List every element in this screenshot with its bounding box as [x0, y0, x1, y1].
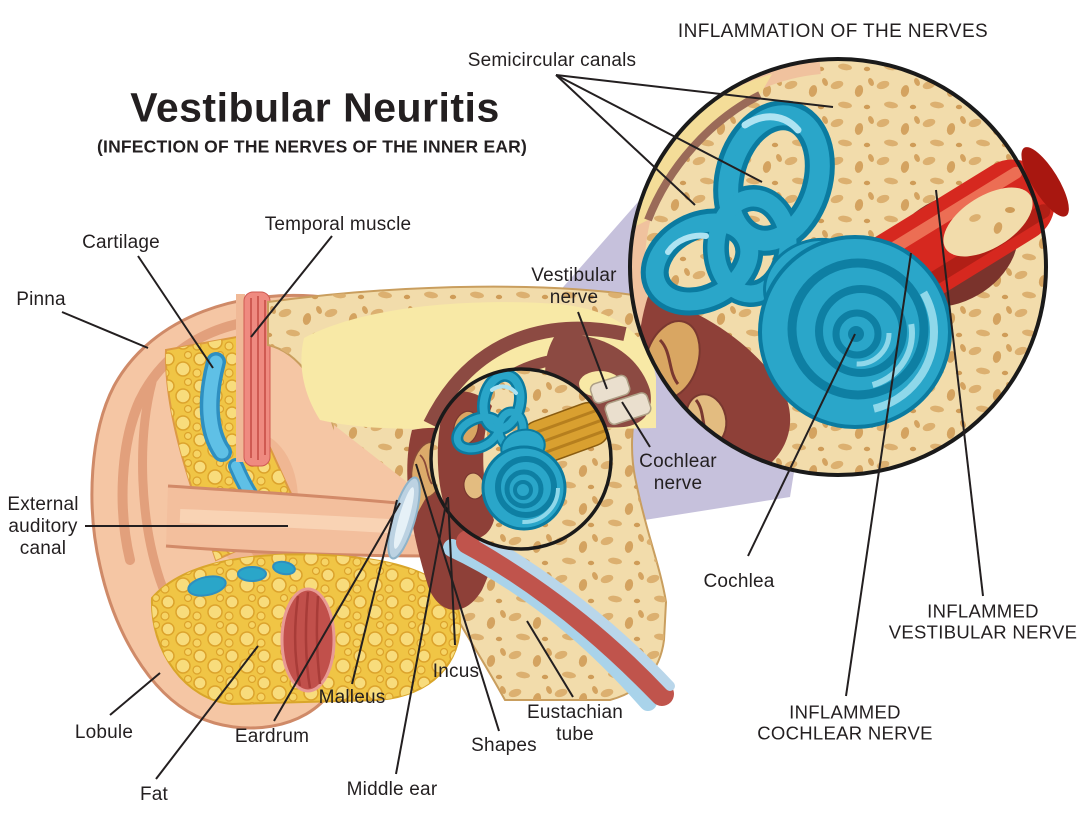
label-cochlea: Cochlea	[703, 570, 775, 592]
label-incus: Incus	[432, 660, 480, 682]
label-pinna: Pinna	[16, 288, 66, 310]
leader-semicircular-canals-1	[555, 74, 834, 108]
label-eardrum: Eardrum	[234, 725, 310, 747]
leader-cochlea	[747, 333, 856, 557]
leader-semicircular-canals-3	[555, 74, 696, 206]
leader-cartilage	[137, 255, 214, 369]
leader-lobule	[109, 672, 161, 716]
label-eustachian-tube: Eustachian tube	[526, 701, 623, 745]
label-external-auditory-canal: External auditory canal	[7, 493, 79, 560]
label-cartilage: Cartilage	[82, 231, 160, 253]
label-fat: Fat	[139, 783, 169, 805]
leader-pinna	[61, 311, 149, 349]
leader-inflamed-cochlear-nerve	[845, 252, 912, 697]
label-malleus: Malleus	[318, 686, 386, 708]
leader-incus	[447, 496, 456, 646]
labyrinth-small	[451, 369, 567, 531]
leader-eustachian-tube	[526, 620, 574, 698]
leader-lines	[61, 74, 984, 780]
inner-ear-small-circle	[429, 367, 652, 551]
page-subtitle: (INFECTION OF THE NERVES OF THE INNER EA…	[96, 136, 528, 157]
leader-semicircular-canals-2	[555, 74, 763, 183]
label-shapes: Shapes	[471, 734, 537, 756]
inset-heading: INFLAMMATION OF THE NERVES	[677, 21, 989, 42]
leader-eardrum	[273, 502, 401, 722]
label-semicircular-canals: Semicircular canals	[467, 49, 637, 71]
leader-temporal-muscle	[250, 235, 333, 338]
label-vestibular-nerve: Vestibular nerve	[531, 264, 617, 308]
eustachian-tube-shape	[443, 530, 675, 711]
leader-shapes	[415, 463, 500, 732]
leader-middle-ear	[395, 497, 448, 775]
inflammation-inset-circle	[628, 57, 1069, 477]
label-inflamed-cochlear-nerve: INFLAMMED COCHLEAR NERVE	[757, 701, 933, 744]
label-temporal-muscle: Temporal muscle	[264, 213, 412, 235]
cochlea-shape	[758, 235, 952, 429]
label-inflamed-vestibular-nerve: INFLAMMED VESTIBULAR NERVE	[888, 600, 1078, 643]
label-cochlear-nerve: Cochlear nerve	[639, 450, 717, 494]
nerve-stubs	[589, 374, 652, 426]
leader-fat	[155, 645, 259, 780]
leader-cochlear-nerve	[621, 401, 651, 448]
lower-fat-pad	[150, 553, 462, 706]
label-lobule: Lobule	[74, 721, 134, 743]
leader-vestibular-nerve	[577, 311, 608, 390]
labyrinth-large	[640, 100, 874, 335]
leader-inflamed-vestibular-nerve	[935, 189, 984, 597]
muscle-cross-section	[280, 587, 336, 693]
label-middle-ear: Middle ear	[346, 778, 438, 800]
leader-malleus	[351, 499, 398, 685]
temporal-muscle-shape	[236, 291, 271, 467]
page-title: Vestibular Neuritis	[130, 84, 500, 131]
